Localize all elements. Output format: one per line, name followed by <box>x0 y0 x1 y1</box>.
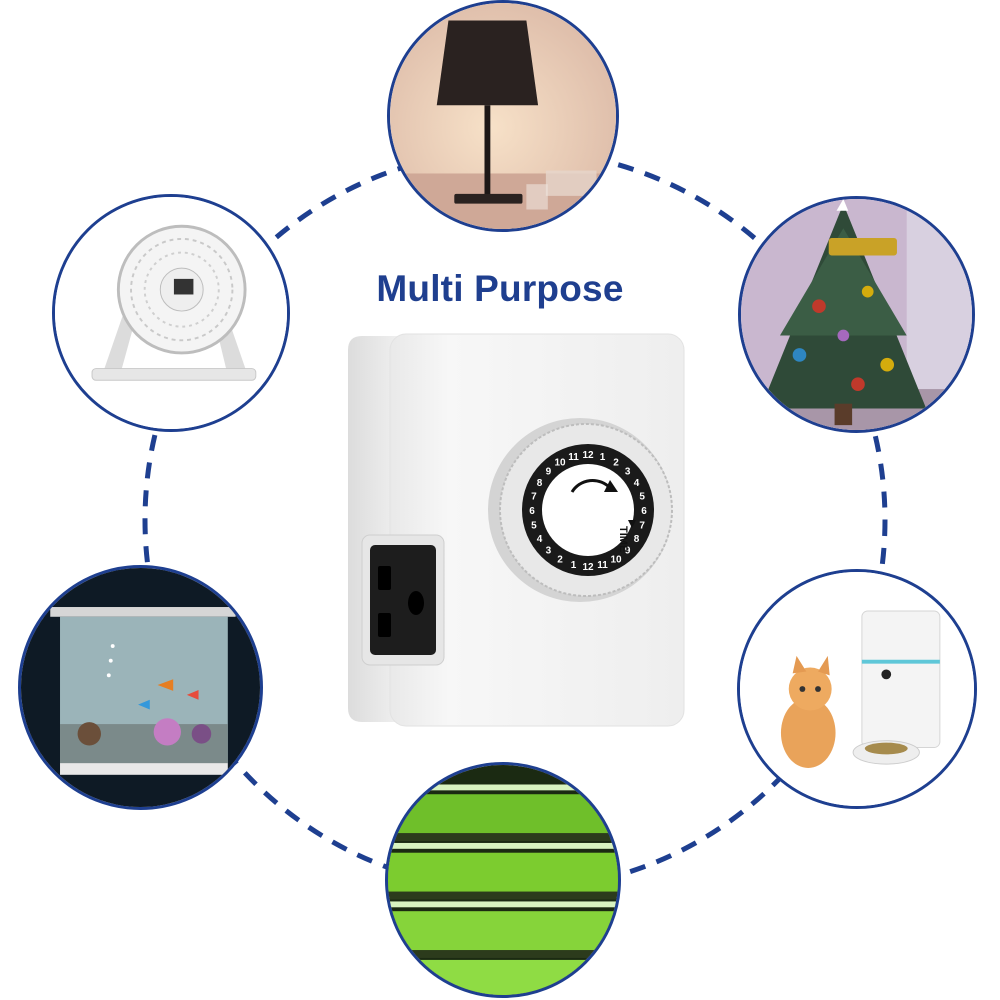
dial-digit: 8 <box>634 534 640 545</box>
dial-digit: 4 <box>634 478 640 489</box>
bubble-indoor-garden <box>385 762 621 998</box>
dial-digit: 11 <box>568 452 579 463</box>
dial-digit: 6 <box>529 506 535 517</box>
dial-digit: 12 <box>582 450 594 461</box>
dial-digit: 3 <box>546 546 552 557</box>
pet-feeder-icon <box>740 572 974 806</box>
dial-digit: 2 <box>613 458 619 469</box>
dial-digit: 6 <box>641 506 647 517</box>
bubble-desk-fan <box>52 194 290 432</box>
dial-digit: 12 <box>582 562 594 573</box>
aquarium-icon <box>21 568 260 807</box>
dial-digit: 5 <box>639 492 645 503</box>
dial-digit: 10 <box>554 458 566 469</box>
dial-digit: 9 <box>546 466 552 477</box>
desk-fan-icon <box>55 197 287 429</box>
dial-digit: 3 <box>625 466 631 477</box>
dial-digit: 9 <box>625 546 631 557</box>
dial-digit: 7 <box>531 492 537 503</box>
bubble-pet-feeder <box>737 569 977 809</box>
dial-digit: 1 <box>600 452 606 463</box>
headline-title: Multi Purpose <box>376 268 624 309</box>
dial-digit: 1 <box>571 560 577 571</box>
rotation-arrow-icon <box>570 478 612 493</box>
electrical-outlet <box>361 534 445 666</box>
bubble-aquarium <box>18 565 263 810</box>
bubble-table-lamp <box>387 0 619 232</box>
dial-digit: 5 <box>531 521 537 532</box>
dial-digit: 11 <box>597 560 608 571</box>
bubble-christmas-tree <box>738 196 975 433</box>
indoor-garden-icon <box>388 765 618 995</box>
dial-digit: 2 <box>557 555 563 566</box>
dial-digit: 7 <box>639 521 645 532</box>
dial-digit: 8 <box>537 478 543 489</box>
time-pointer-icon <box>628 520 636 528</box>
dial-digit: 10 <box>610 555 622 566</box>
dial-digit: 4 <box>537 534 543 545</box>
christmas-tree-icon <box>741 199 972 430</box>
dial-label: TIME <box>617 526 629 552</box>
table-lamp-icon <box>390 3 616 229</box>
